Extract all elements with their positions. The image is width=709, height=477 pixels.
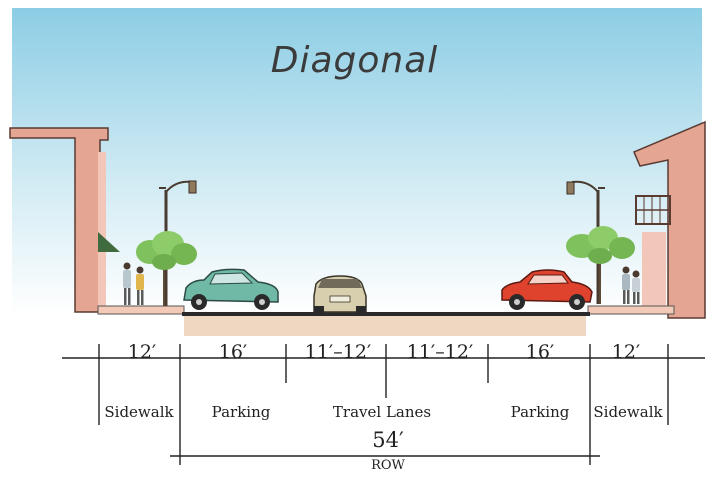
page-title: Diagonal	[270, 40, 439, 81]
zone-sidewalk-left: Sidewalk	[104, 403, 174, 421]
sky	[12, 8, 702, 313]
dimension-parking-right: 16′	[525, 341, 555, 363]
left-sidewalk	[97, 305, 185, 315]
dimension-travel-lane-left: 11′–12′	[304, 341, 372, 363]
zone-parking-left: Parking	[211, 403, 271, 421]
left-tree	[136, 231, 197, 306]
red-car	[501, 269, 593, 310]
tan-car	[313, 275, 367, 313]
zone-travel-lanes: Travel Lanes	[332, 403, 432, 421]
dimension-travel-lane-right: 11′–12′	[406, 341, 474, 363]
total-width-label: 54′	[372, 428, 404, 452]
dimension-lines	[62, 344, 705, 465]
roadway	[182, 312, 590, 336]
right-pedestrians	[622, 266, 640, 304]
right-building	[633, 120, 706, 319]
row-label: ROW	[371, 458, 405, 473]
left-pedestrians	[123, 262, 144, 305]
dimension-sidewalk-right: 12′	[611, 341, 641, 363]
zone-sidewalk-right: Sidewalk	[593, 403, 663, 421]
right-tree	[566, 226, 635, 304]
dimension-parking-left: 16′	[218, 341, 248, 363]
right-sidewalk	[587, 305, 675, 315]
dimension-sidewalk-left: 12′	[127, 341, 157, 363]
zone-parking-right: Parking	[510, 403, 570, 421]
green-car	[183, 268, 279, 310]
